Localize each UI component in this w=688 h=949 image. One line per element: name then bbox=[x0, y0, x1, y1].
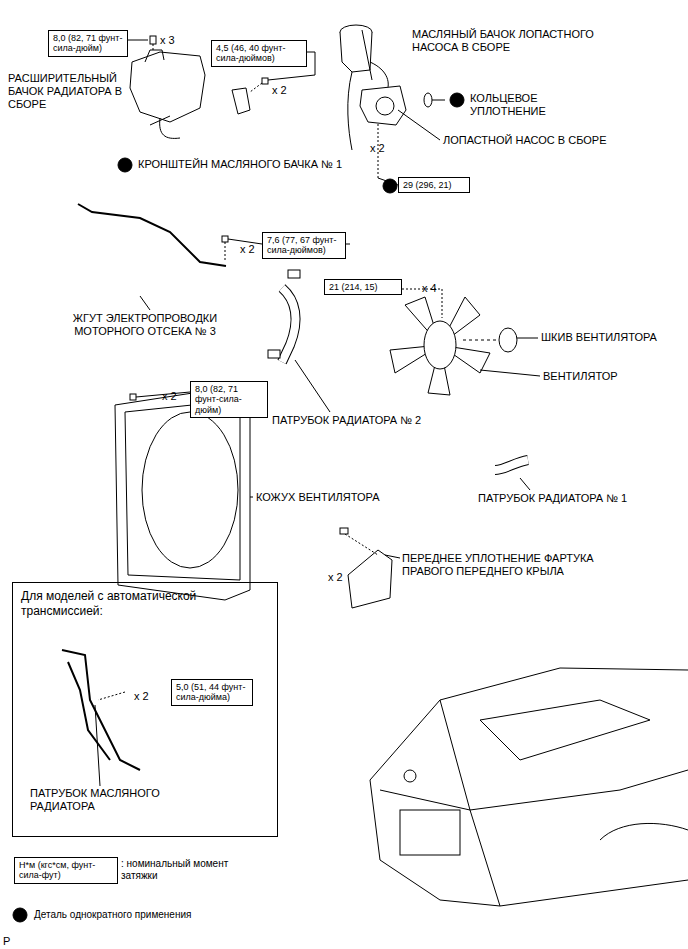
part-name: ПАТРУБОК РАДИАТОРА № 1 bbox=[478, 492, 627, 505]
part-name: КРОНШТЕЙН МАСЛЯНОГО БАЧКА № 1 bbox=[138, 158, 342, 171]
part-name: КОЛЬЦЕВОЕ УПЛОТНЕНИЕ bbox=[470, 92, 580, 118]
torque-value: 8,0 (82, 71 фунт-сила-дюйм) bbox=[195, 384, 263, 415]
part-name: ПАТРУБОК МАСЛЯНОГО РАДИАТОРА bbox=[30, 787, 180, 813]
torque-box: 29 (296, 21) bbox=[398, 177, 470, 193]
torque-box: 8,0 (82, 71 фунт-сила-дюйм) bbox=[190, 381, 268, 418]
torque-value: 5,0 (51, 44 фунт-сила-дюйма) bbox=[176, 682, 248, 703]
quantity-mark: x 2 bbox=[370, 142, 385, 155]
part-name: ЖГУТ ЭЛЕКТРОПРОВОДКИ МОТОРНОГО ОТСЕКА № … bbox=[40, 312, 250, 338]
part-name: ВЕНТИЛЯТОР bbox=[543, 370, 618, 383]
torque-box: 21 (214, 15) bbox=[324, 279, 402, 295]
part-name: МАСЛЯНЫЙ БАЧОК ЛОПАСТНОГО НАСОСА В СБОРЕ bbox=[412, 28, 612, 54]
quantity-mark: x 2 bbox=[240, 243, 255, 256]
torque-value: 4,5 (46, 40 фунт-сила-дюймов) bbox=[216, 43, 302, 64]
part-name: P bbox=[3, 935, 10, 948]
torque-value: 29 (296, 21) bbox=[403, 180, 465, 190]
torque-box: 4,5 (46, 40 фунт-сила-дюймов) bbox=[211, 40, 307, 67]
part-name: РАСШИРИТЕЛЬНЫЙ БАЧОК РАДИАТОРА В СБОРЕ bbox=[8, 72, 130, 112]
part-name: ПАТРУБОК РАДИАТОРА № 2 bbox=[272, 414, 421, 427]
legend-text: Деталь однократного применения bbox=[34, 909, 191, 921]
torque-value: 21 (214, 15) bbox=[329, 282, 397, 292]
panel-heading: Для моделей с автоматической трансмиссие… bbox=[21, 589, 269, 619]
torque-box: Н*м (кгс*см, фунт-сила-фут) bbox=[14, 857, 118, 884]
quantity-mark: x 2 bbox=[272, 84, 287, 97]
torque-value: 7,6 (77, 67 фунт-сила-дюймов) bbox=[267, 235, 341, 256]
quantity-mark: x 3 bbox=[160, 34, 175, 47]
quantity-mark: x 4 bbox=[422, 282, 437, 295]
part-name: КОЖУХ ВЕНТИЛЯТОРА bbox=[256, 491, 380, 504]
torque-box: 5,0 (51, 44 фунт-сила-дюйма) bbox=[171, 679, 253, 706]
torque-value: 8,0 (82, 71 фунт-сила-дюйм) bbox=[53, 33, 123, 54]
part-name: ЛОПАСТНОЙ НАСОС В СБОРЕ bbox=[443, 134, 607, 147]
torque-box: 8,0 (82, 71 фунт-сила-дюйм) bbox=[48, 30, 128, 57]
torque-value: Н*м (кгс*см, фунт-сила-фут) bbox=[19, 860, 113, 881]
quantity-mark: x 2 bbox=[134, 690, 149, 703]
torque-box: 7,6 (77, 67 фунт-сила-дюймов) bbox=[262, 232, 346, 259]
legend-text: : номинальный момент затяжки bbox=[121, 858, 231, 882]
part-name: ПЕРЕДНЕЕ УПЛОТНЕНИЕ ФАРТУКА ПРАВОГО ПЕРЕ… bbox=[402, 552, 622, 578]
single-use-mark bbox=[13, 908, 27, 922]
quantity-mark: x 2 bbox=[162, 390, 177, 403]
part-name: ШКИВ ВЕНТИЛЯТОРА bbox=[541, 331, 657, 344]
quantity-mark: x 2 bbox=[328, 571, 343, 584]
